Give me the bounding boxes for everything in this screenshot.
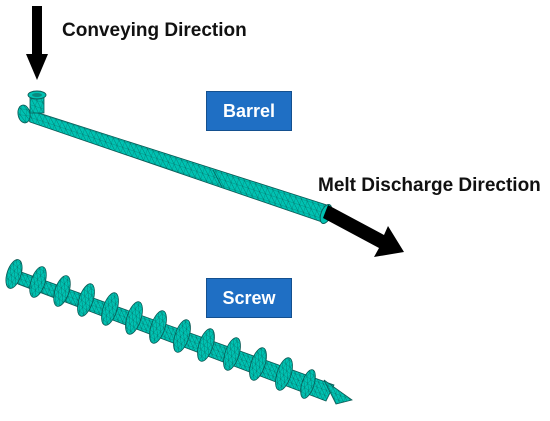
screw-tip [323,379,353,405]
barrel-hopper [27,90,47,114]
conveying-direction-label: Conveying Direction [62,20,247,41]
screw-model [5,259,353,405]
screw-flights [5,259,316,399]
melt-discharge-direction-label: Melt Discharge Direction [318,175,541,196]
arrow-right-down-icon [323,205,404,257]
screw-label: Screw [206,278,292,318]
barrel-label: Barrel [206,91,292,131]
arrow-down-icon [26,6,48,80]
